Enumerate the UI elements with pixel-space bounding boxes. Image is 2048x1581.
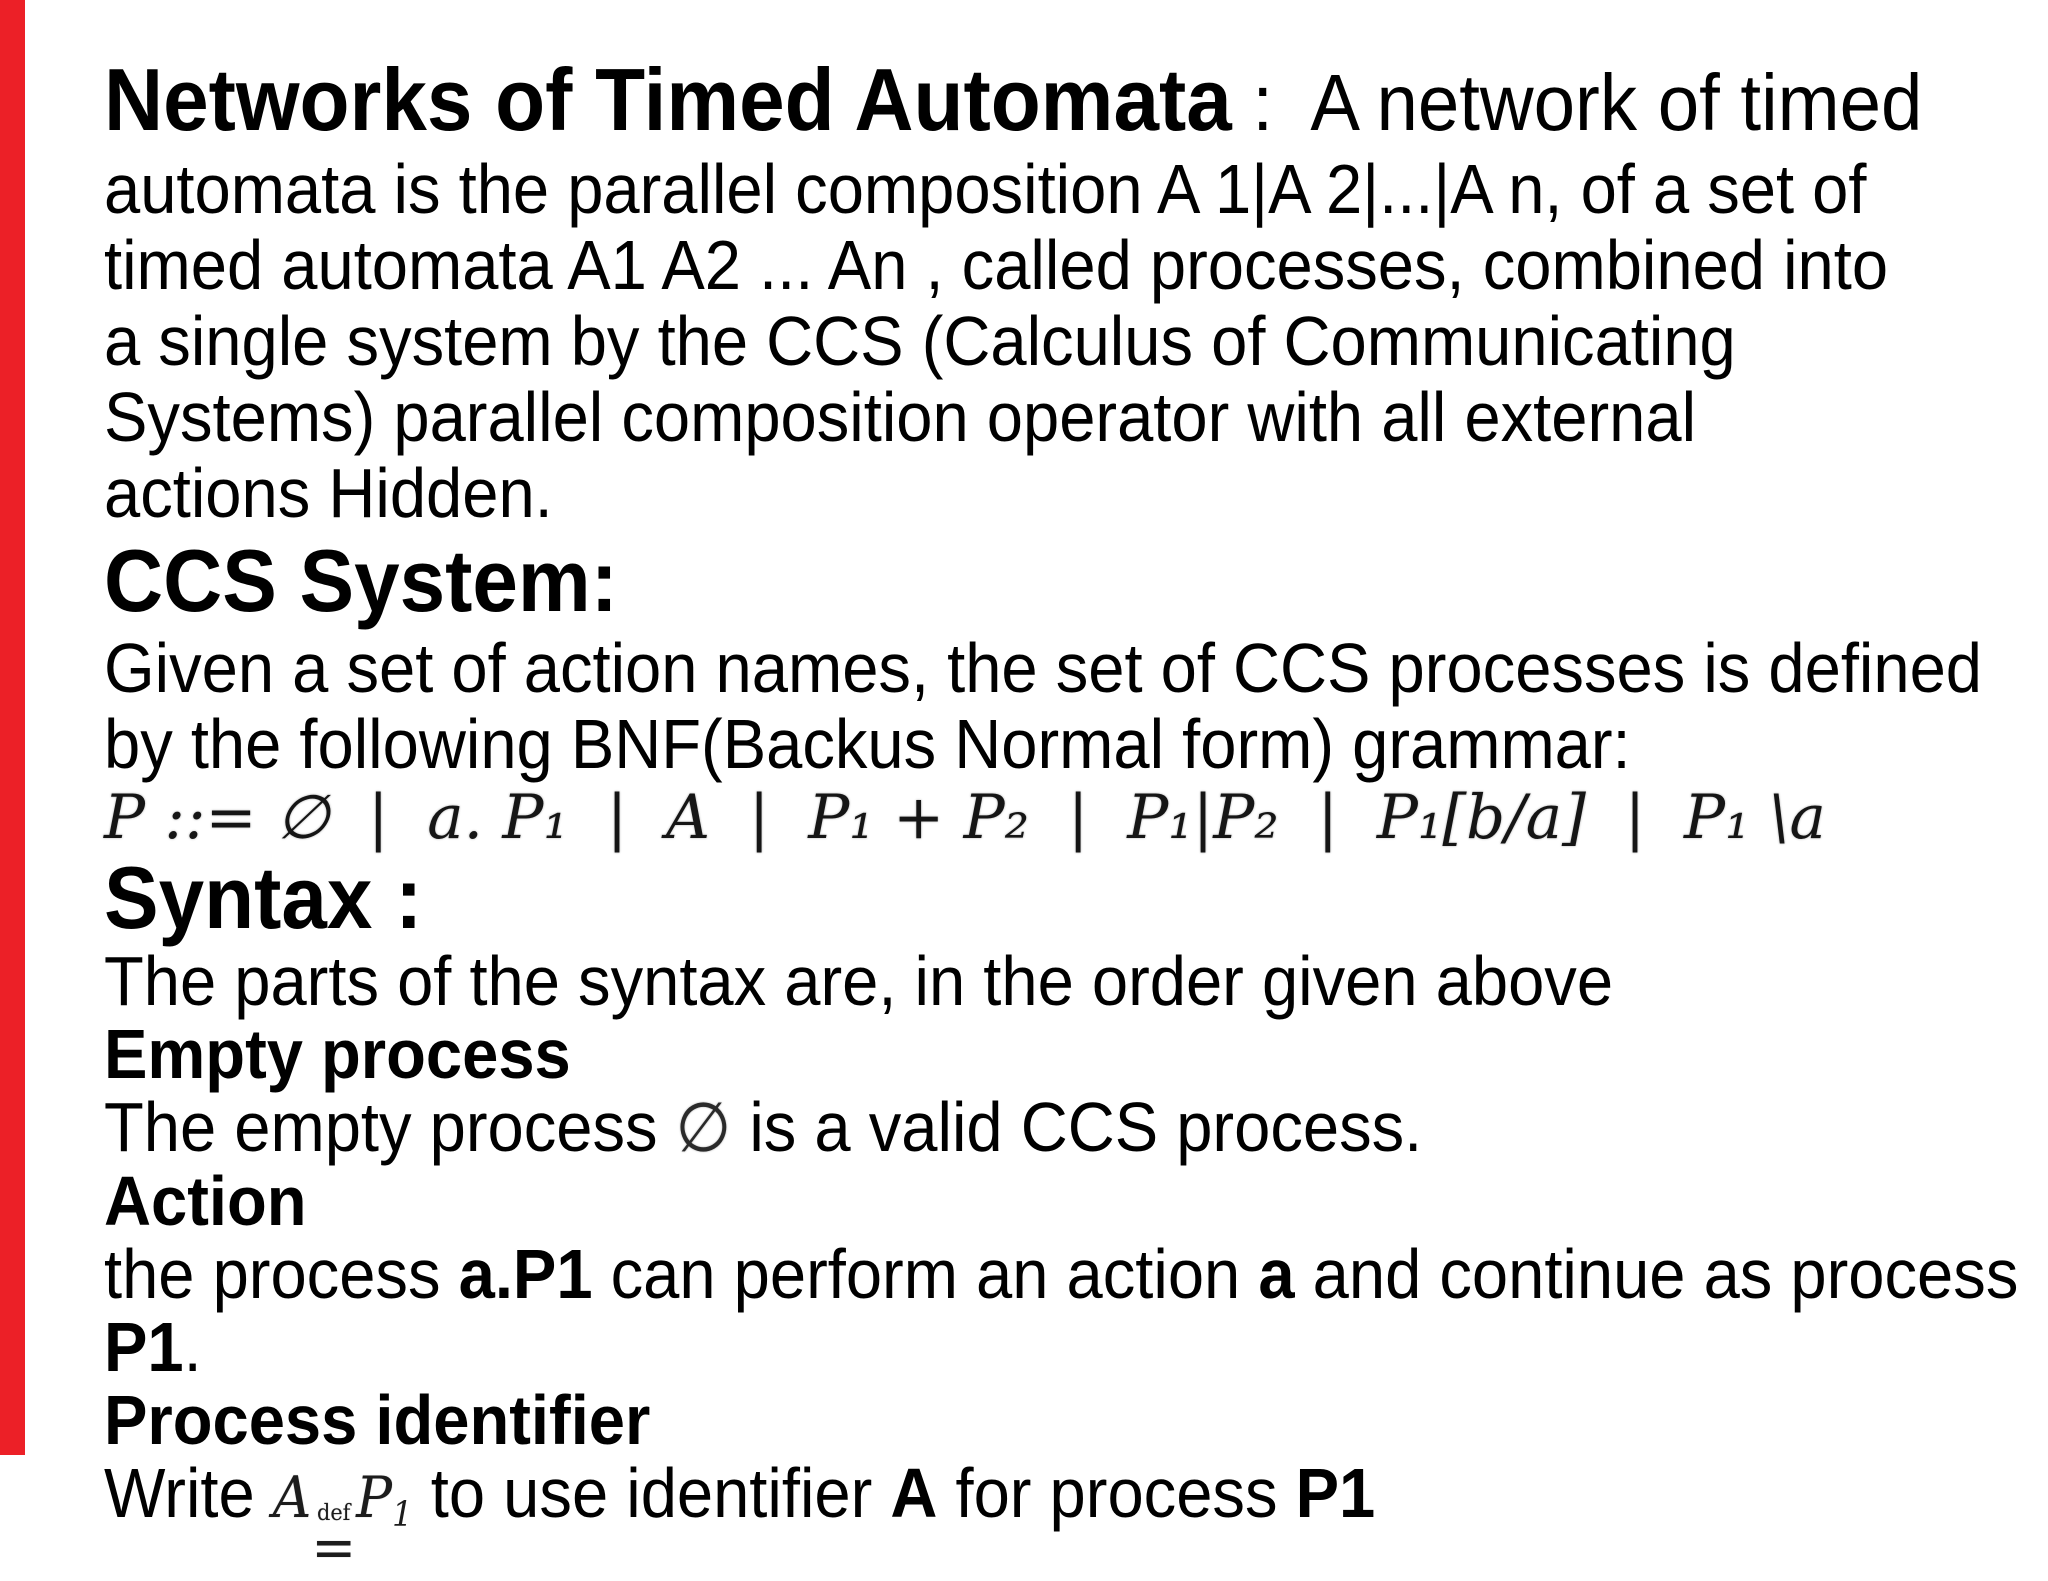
intro-line: Systems) parallel composition operator w… — [104, 378, 1697, 456]
identifier-p1-term: P1 — [1295, 1454, 1376, 1532]
page-title: Networks of Timed Automata — [104, 50, 1232, 149]
ccs-system-heading: CCS System: — [104, 531, 618, 630]
action-heading: Action — [104, 1162, 307, 1240]
intro-title-rest: : A network of timed — [1231, 58, 1923, 147]
intro-title-line: Networks of Timed Automata : A network o… — [104, 52, 2018, 151]
empty-set-symbol: ∅ — [675, 1088, 732, 1168]
identifier-a-term: A — [890, 1454, 938, 1532]
identifier-math-sub: 1 — [391, 1494, 413, 1535]
identifier-math-p: P — [356, 1464, 392, 1531]
action-line-1: the process a.P1 can perform an action a… — [104, 1235, 2019, 1313]
syntax-intro-line: The parts of the syntax are, in the orde… — [104, 942, 1614, 1020]
slide-content: Networks of Timed Automata : A network o… — [104, 52, 2019, 1581]
action-line-2: P1. — [104, 1308, 202, 1386]
intro-line: actions Hidden. — [104, 454, 553, 532]
syntax-heading: Syntax : — [104, 848, 423, 947]
action-continue-term: P1 — [104, 1308, 184, 1386]
process-identifier-heading: Process identifier — [104, 1381, 651, 1459]
action-name-term: a — [1258, 1235, 1295, 1313]
intro-line: a single system by the CCS (Calculus of … — [104, 302, 1736, 380]
identifier-math-a: A — [272, 1464, 312, 1531]
empty-process-line: The empty process ∅ is a valid CCS proce… — [104, 1088, 1423, 1168]
empty-process-heading: Empty process — [104, 1015, 571, 1093]
red-left-strip — [0, 0, 25, 1455]
ccs-bnf-grammar-formula: P ::= ∅ | a. P₁ | A | P₁ + P₂ | P₁|P₂ | … — [104, 782, 1826, 853]
def-equals-symbol: def= — [311, 1499, 357, 1581]
ccs-line: by the following BNF(Backus Normal form)… — [104, 705, 1631, 783]
intro-line: automata is the parallel composition A 1… — [104, 150, 1867, 228]
ccs-line: Given a set of action names, the set of … — [104, 629, 1983, 707]
intro-line: timed automata A1 A2 ... An , called pro… — [104, 226, 1889, 304]
action-process-term: a.P1 — [458, 1235, 593, 1313]
